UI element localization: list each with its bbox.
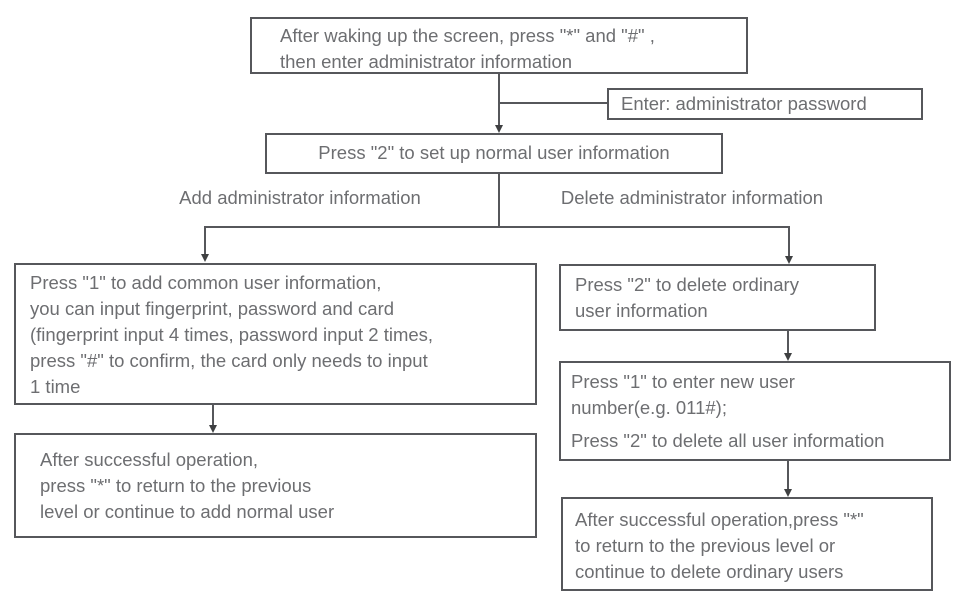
- node-press2-setup: Press "2" to set up normal user informat…: [265, 133, 723, 174]
- arrow-down-icon: [209, 425, 217, 433]
- node-add-success: After successful operation, press "*" to…: [14, 433, 537, 538]
- connector-delete-to-options: [787, 331, 789, 355]
- node-delete-options-line2: number(e.g. 011#);: [571, 397, 727, 418]
- connector-options-to-success: [787, 461, 789, 491]
- node-delete-options: Press "1" to enter new user number(e.g. …: [559, 361, 951, 461]
- node-wake-screen-line1: After waking up the screen, press "*" an…: [280, 25, 655, 46]
- arrow-down-icon: [201, 254, 209, 262]
- node-delete-success-line1: After successful operation,press "*": [575, 509, 864, 530]
- connector-branch-left-drop: [204, 226, 206, 256]
- node-add-user-line4: press "#" to confirm, the card only need…: [30, 350, 428, 371]
- connector-branch-horizontal: [204, 226, 790, 228]
- node-delete-user-line2: user information: [575, 300, 708, 321]
- node-add-user-line3: (fingerprint input 4 times, password inp…: [30, 324, 434, 345]
- branch-label-add: Add administrator information: [179, 187, 421, 208]
- node-delete-success-line2: to return to the previous level or: [575, 535, 836, 556]
- node-wake-screen-line2: then enter administrator information: [280, 51, 573, 72]
- node-delete-options-line1: Press "1" to enter new user: [571, 371, 795, 392]
- connector-branch-right-drop: [788, 226, 790, 257]
- node-add-user-line1: Press "1" to add common user information…: [30, 272, 382, 293]
- connector-press2-to-branch: [498, 174, 500, 228]
- node-press2-setup-label: Press "2" to set up normal user informat…: [318, 142, 670, 163]
- connector-to-admin-password: [499, 102, 607, 104]
- node-delete-success: After successful operation,press "*" to …: [561, 497, 933, 591]
- node-add-user: Press "1" to add common user information…: [14, 263, 537, 405]
- node-add-success-line2: press "*" to return to the previous: [40, 475, 312, 496]
- arrow-down-icon: [784, 353, 792, 361]
- node-delete-success-line3: continue to delete ordinary users: [575, 561, 844, 582]
- arrow-down-icon: [784, 489, 792, 497]
- node-admin-password: Enter: administrator password: [607, 88, 923, 120]
- connector-adduser-to-success: [212, 405, 214, 427]
- node-add-success-line3: level or continue to add normal user: [40, 501, 335, 522]
- connector-wake-to-press2: [498, 74, 500, 126]
- node-add-success-line1: After successful operation,: [40, 449, 258, 470]
- node-add-user-line5: 1 time: [30, 376, 81, 397]
- node-delete-user: Press "2" to delete ordinary user inform…: [559, 264, 876, 331]
- branch-label-delete: Delete administrator information: [560, 187, 824, 208]
- node-delete-user-line1: Press "2" to delete ordinary: [575, 274, 799, 295]
- node-delete-options-line3: Press "2" to delete all user information: [571, 430, 885, 451]
- node-admin-password-label: Enter: administrator password: [621, 93, 867, 114]
- arrow-down-icon: [495, 125, 503, 133]
- node-wake-screen: After waking up the screen, press "*" an…: [250, 17, 748, 74]
- node-add-user-line2: you can input fingerprint, password and …: [30, 298, 395, 319]
- arrow-down-icon: [785, 256, 793, 264]
